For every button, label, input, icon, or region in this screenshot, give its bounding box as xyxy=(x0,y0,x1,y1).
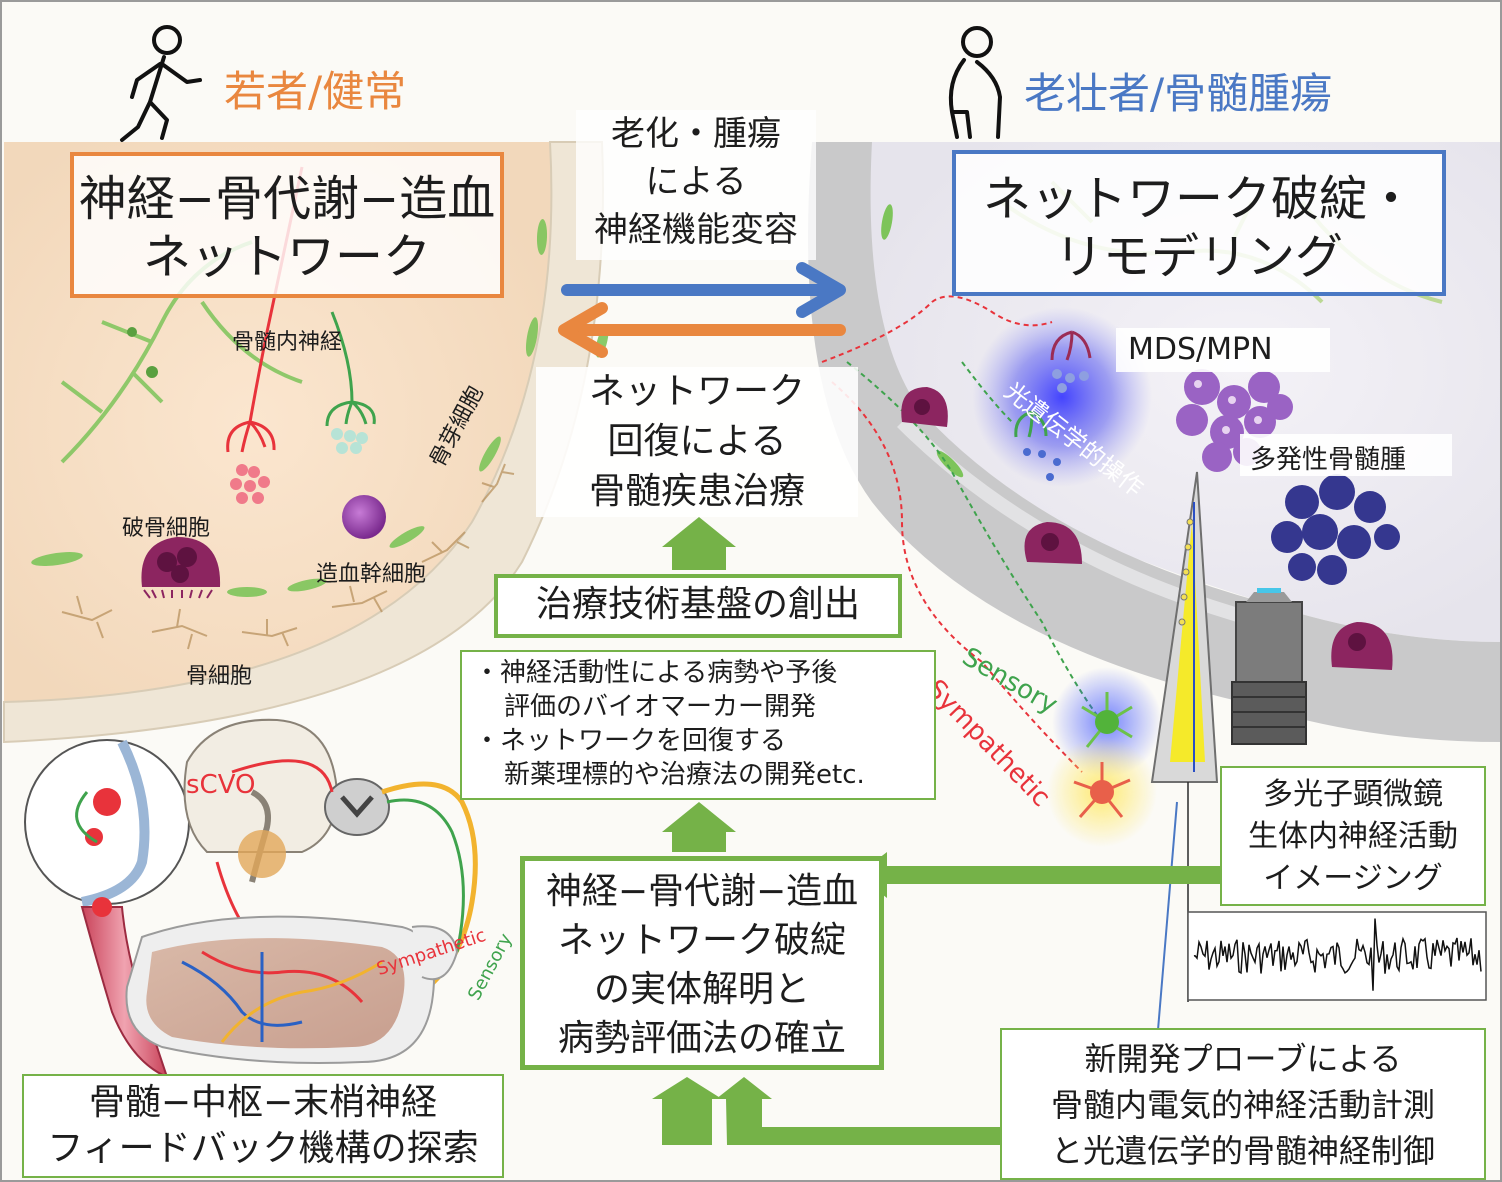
bullet-1-line2: 評価のバイオマーカー開発 xyxy=(504,692,817,722)
core-line1: 神経−骨代謝−造血 xyxy=(545,871,859,912)
walking-person-icon xyxy=(120,25,202,142)
hsc-label: 造血幹細胞 xyxy=(316,562,427,587)
osteocyte-label: 骨細胞 xyxy=(186,664,253,689)
recovery-caption-line3: 骨髄疾患治療 xyxy=(588,471,805,512)
aging-caption: 老化・腫瘍 による 神経機能変容 xyxy=(576,110,816,260)
imaging-line2: 生体内神経活動 xyxy=(1248,819,1458,854)
left-network-title-box: 神経−骨代謝−造血 ネットワーク xyxy=(70,152,504,298)
microscope-icon xyxy=(1231,588,1307,745)
feedback-line1: 骨髄−中枢−末梢神経 xyxy=(88,1082,438,1123)
probe-line2: 骨髄内電気的神経活動計測 xyxy=(1050,1086,1435,1124)
myeloma-cluster xyxy=(1271,474,1400,585)
young-label: 若者/健常 xyxy=(224,67,407,116)
elderly-person-with-cane-icon xyxy=(948,26,1002,139)
goals-bullet-box: ・神経活動性による病勢や予後 評価のバイオマーカー開発 ・ネットワークを回復する… xyxy=(460,650,936,800)
elderly-label: 老壮者/骨髄腫瘍 xyxy=(1024,69,1333,118)
imaging-line3: イメージング xyxy=(1263,861,1443,896)
scvo-label: sCVO xyxy=(186,770,256,800)
osteoclast-cell xyxy=(141,537,221,599)
probe-box: 新開発プローブによる 骨髄内電気的神経活動計測 と光遺伝学的骨髄神経制御 xyxy=(1000,1028,1486,1180)
osteoclast-label: 破骨細胞 xyxy=(122,516,211,541)
myeloma-label: 多発性骨髄腫 xyxy=(1240,434,1452,476)
probe-line1: 新開発プローブによる xyxy=(1084,1040,1402,1078)
probe-needle-icon xyxy=(1150,471,1219,783)
aging-arrow-right xyxy=(561,262,846,318)
bullet-2-line2: 新薬理標的や治療法の開発etc. xyxy=(504,760,865,790)
neuroanatomy-illustration xyxy=(24,718,478,1079)
core-research-box: 神経−骨代謝−造血 ネットワーク破綻 の実体解明と 病勢評価法の確立 xyxy=(520,856,884,1070)
right-network-title-box: ネットワーク破綻・ リモデリング xyxy=(952,150,1446,296)
recovery-caption-line1: ネットワーク xyxy=(588,371,805,412)
right-title-line1: ネットワーク破綻・ xyxy=(982,171,1415,227)
feedback-line2: フィードバック機構の探索 xyxy=(47,1128,479,1169)
core-line4: 病勢評価法の確立 xyxy=(557,1018,846,1059)
imaging-line1: 多光子顕微鏡 xyxy=(1263,777,1443,812)
imaging-box: 多光子顕微鏡 生体内神経活動 イメージング xyxy=(1220,766,1486,906)
right-title-line2: リモデリング xyxy=(1054,229,1343,285)
recovery-arrow-left xyxy=(558,302,846,358)
hsc-cell xyxy=(342,495,386,539)
core-line2: ネットワーク破綻 xyxy=(557,920,846,961)
feedback-mechanism-box: 骨髄−中枢−末梢神経 フィードバック機構の探索 xyxy=(22,1074,504,1178)
probe-line3: と光遺伝学的骨髄神経制御 xyxy=(1050,1132,1435,1170)
aging-caption-line1: 老化・腫瘍 xyxy=(611,114,781,154)
aging-caption-line2: による xyxy=(645,162,747,202)
core-line3: の実体解明と xyxy=(593,969,810,1010)
left-title-line1: 神経−骨代謝−造血 xyxy=(78,171,496,227)
flow-arrows xyxy=(502,517,1220,1145)
mds-mpn-label: MDS/MPN xyxy=(1116,328,1330,372)
left-title-line2: ネットワーク xyxy=(142,229,431,285)
intramedullary-nerve-label: 骨髄内神経 xyxy=(232,330,343,355)
bullet-1-line1: ・神経活動性による病勢や予後 xyxy=(474,658,838,688)
bullet-2-line1: ・ネットワークを回復する xyxy=(474,726,787,756)
recovery-caption: ネットワーク 回復による 骨髄疾患治療 xyxy=(536,367,858,517)
neural-signal-trace xyxy=(1187,911,1487,1001)
therapy-platform-box: 治療技術基盤の創出 xyxy=(494,574,902,638)
recovery-caption-line2: 回復による xyxy=(607,421,787,462)
aging-caption-line3: 神経機能変容 xyxy=(594,210,798,250)
